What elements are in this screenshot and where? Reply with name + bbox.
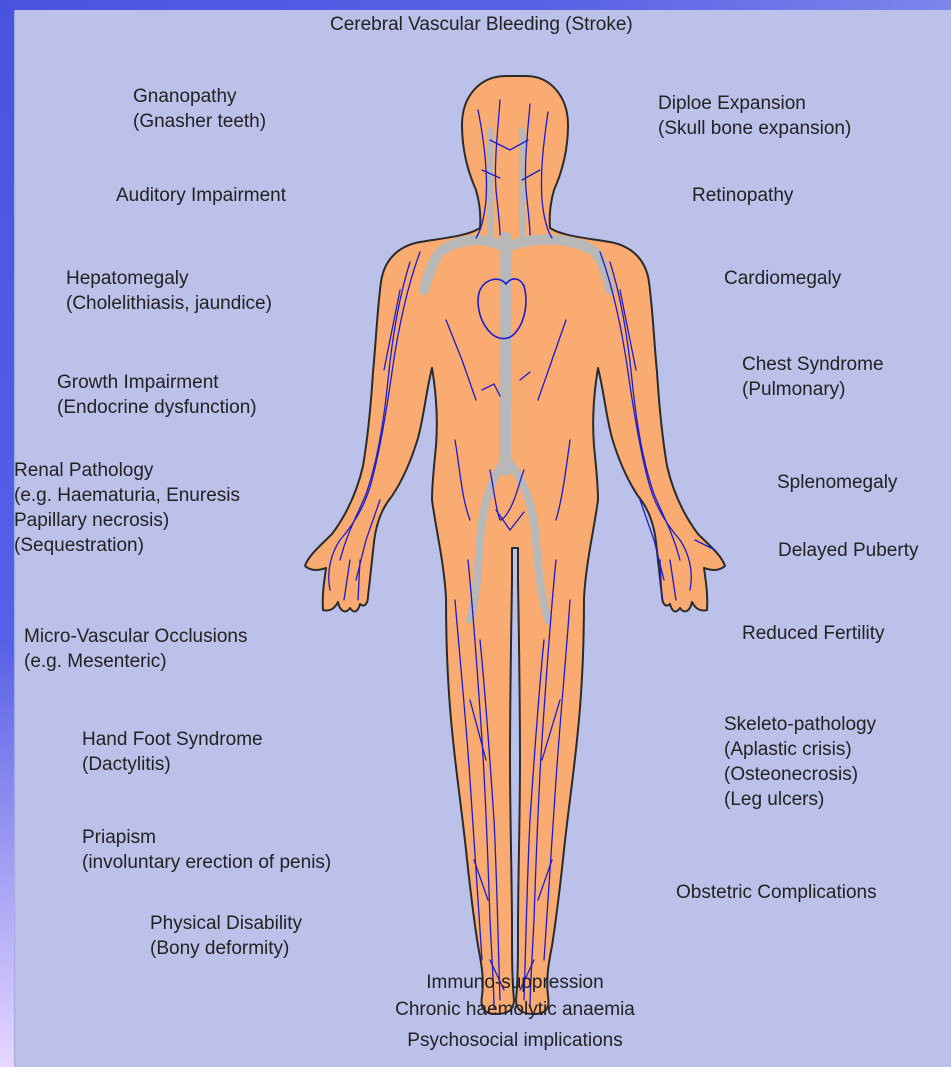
label-gnanopathy: Gnanopathy (Gnasher teeth) xyxy=(133,84,266,134)
label-bottom-group: Immuno-suppression Chronic haemolytic an… xyxy=(300,970,730,1053)
label-retinopathy: Retinopathy xyxy=(692,183,793,208)
label-skeleto-pathology: Skeleto-pathology (Aplastic crisis) (Ost… xyxy=(724,712,876,812)
label-micro-vascular-occlusions: Micro-Vascular Occlusions (e.g. Mesenter… xyxy=(24,624,247,674)
label-chest-syndrome: Chest Syndrome (Pulmonary) xyxy=(742,352,884,402)
diagram-title: Cerebral Vascular Bleeding (Stroke) xyxy=(330,12,633,37)
label-hand-foot-syndrome: Hand Foot Syndrome (Dactylitis) xyxy=(82,727,263,777)
label-priapism: Priapism (involuntary erection of penis) xyxy=(82,825,331,875)
label-auditory-impairment: Auditory Impairment xyxy=(116,183,286,208)
label-cardiomegaly: Cardiomegaly xyxy=(724,266,841,291)
label-delayed-puberty: Delayed Puberty xyxy=(778,538,918,563)
label-hepatomegaly: Hepatomegaly (Cholelithiasis, jaundice) xyxy=(66,266,272,316)
label-diploe-expansion: Diploe Expansion (Skull bone expansion) xyxy=(658,91,851,141)
label-growth-impairment: Growth Impairment (Endocrine dysfunction… xyxy=(57,370,257,420)
label-reduced-fertility: Reduced Fertility xyxy=(742,621,885,646)
label-obstetric-complications: Obstetric Complications xyxy=(676,880,877,905)
label-renal-pathology: Renal Pathology (e.g. Haematuria, Enures… xyxy=(14,458,240,558)
label-splenomegaly: Splenomegaly xyxy=(777,470,897,495)
label-physical-disability: Physical Disability (Bony deformity) xyxy=(150,911,302,961)
body-silhouette xyxy=(305,76,725,1014)
